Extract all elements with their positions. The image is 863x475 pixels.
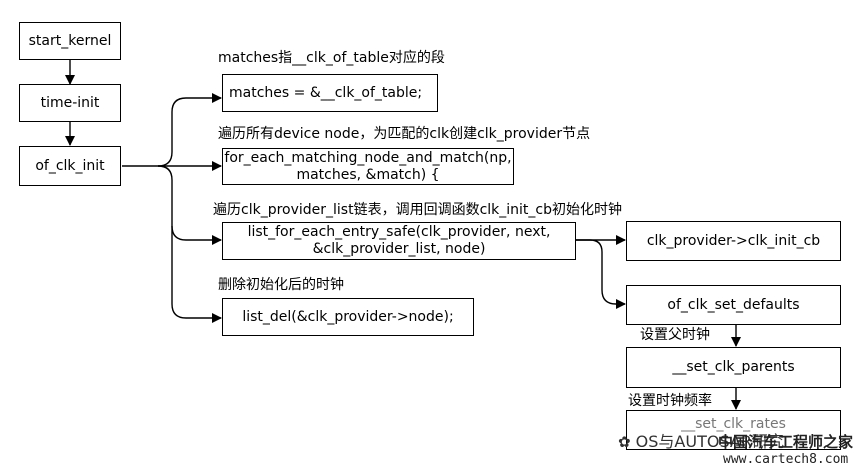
node-set-parents: __set_clk_parents [626,347,841,388]
node-list-line1: list_for_each_entry_safe(clk_provider, n… [247,224,551,240]
node-matches: matches = &__clk_of_table; [222,74,438,112]
node-of-clk-init-text: of_clk_init [35,157,105,174]
node-for-each-line1: for_each_matching_node_and_match(np, [224,149,512,166]
node-start-kernel-text: start_kernel [28,32,112,49]
note-list: 遍历clk_provider_list链表，调用回调函数clk_init_cb初… [213,202,623,218]
node-start-kernel: start_kernel [19,22,121,60]
note-matches: matches指__clk_of_table对应的段 [218,50,445,66]
watermark-brand-text: OS与AUTOSAR研究 [635,432,784,451]
node-set-defaults-text: of_clk_set_defaults [667,296,800,313]
node-set-rates: __set_clk_rates [626,410,841,450]
node-list-line2: &clk_provider_list, node) [312,241,486,257]
node-set-defaults: of_clk_set_defaults [626,285,841,325]
watermark-url: www.cartech8.com [723,452,849,467]
node-clk-init-cb: clk_provider->clk_init_cb [626,221,841,261]
edge-ofclk-to-listforeach [157,165,222,245]
note-del: 删除初始化后的时钟 [218,277,344,293]
node-list-del: list_del(&clk_provider->node); [222,298,474,336]
node-list-for-each: list_for_each_entry_safe(clk_provider, n… [222,222,576,260]
wechat-icon: ✿ [618,433,631,451]
node-for-each-line2: matches, &match) { [296,166,440,183]
note-rate: 设置时钟频率 [628,393,712,409]
node-matches-text: matches = &__clk_of_table; [229,84,423,101]
node-clk-init-cb-text: clk_provider->clk_init_cb [646,232,821,249]
watermark-brand: ✿ OS与AUTOSAR研究 [618,428,784,452]
edge-ofclk-to-matches [122,93,222,167]
node-time-init: time-init [19,84,121,122]
node-set-parents-text: __set_clk_parents [672,359,795,375]
node-set-rates-text: __set_clk_rates [681,416,786,432]
edge-list-to-defaults [576,239,626,309]
note-parent: 设置父时钟 [640,327,710,343]
node-of-clk-init: of_clk_init [19,146,121,186]
node-time-init-text: time-init [40,94,100,111]
watermark-site-name: 中国汽车工程师之家 [718,433,854,451]
edge-ofclk-to-listdel [171,226,222,323]
note-for-each: 遍历所有device node，为匹配的clk创建clk_provider节点 [218,126,591,142]
node-for-each-matching: for_each_matching_node_and_match(np, mat… [222,148,514,185]
node-list-del-text: list_del(&clk_provider->node); [242,308,454,325]
